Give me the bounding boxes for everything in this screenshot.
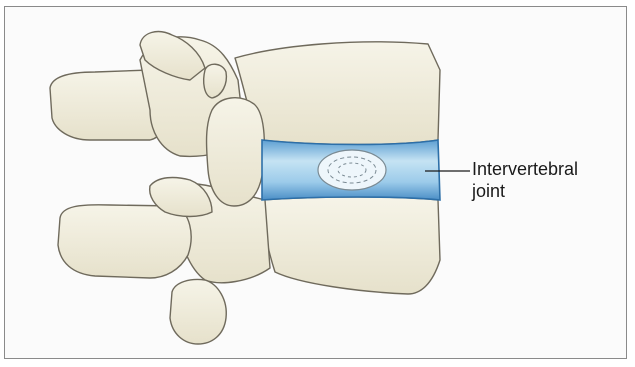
intervertebral-joint-label: Intervertebral joint <box>472 158 578 202</box>
upper-vertebral-body <box>235 42 440 145</box>
facet-joint <box>207 98 265 206</box>
lower-vertebral-body <box>262 197 440 294</box>
lower-spinous-process <box>58 205 191 278</box>
label-line-1: Intervertebral <box>472 158 578 180</box>
intervertebral-disc <box>262 140 440 200</box>
label-line-2: joint <box>472 180 578 202</box>
lower-inferior-articular-process <box>170 280 226 345</box>
